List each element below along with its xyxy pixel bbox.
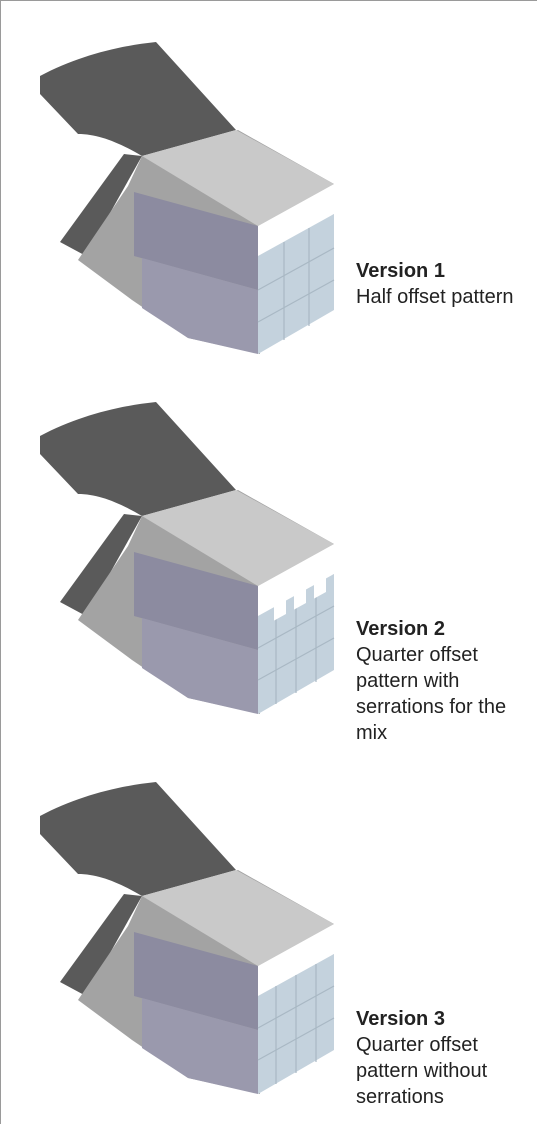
dark-arch-shape <box>40 42 236 156</box>
front-block-lower <box>142 998 258 1094</box>
white-band <box>258 184 334 256</box>
end-face <box>258 214 334 354</box>
end-face-joint-line-4 <box>257 605 335 649</box>
top-face <box>142 870 334 966</box>
dark-diagonal-strip <box>60 154 142 256</box>
version-1-drawing <box>40 42 335 354</box>
dark-diagonal-strip <box>60 514 142 616</box>
white-band <box>258 924 334 996</box>
version-3-illustration <box>38 778 338 1098</box>
end-face-joint-line-4 <box>257 279 335 323</box>
version-2-title: Version 2 <box>356 618 445 640</box>
version-1-description: Half offset pattern <box>356 286 514 308</box>
dark-arch-shape <box>40 782 236 896</box>
end-face-joint-line-3 <box>257 247 335 291</box>
end-face-joint-line-5 <box>257 1017 335 1061</box>
version-1-illustration <box>38 38 338 358</box>
front-block-upper <box>134 552 258 650</box>
end-face-joint-line-5 <box>257 637 335 681</box>
version-1-title: Version 1 <box>356 260 445 282</box>
dark-diagonal-strip <box>60 894 142 996</box>
top-face <box>142 490 334 586</box>
top-face <box>142 130 334 226</box>
serration-notch-1 <box>274 597 286 621</box>
frame-border-left <box>0 0 1 1124</box>
version-3-title: Version 3 <box>356 1008 445 1030</box>
version-3-caption: Version 3 Quarter offset pattern without… <box>356 1006 534 1110</box>
front-block-upper <box>134 932 258 1030</box>
end-face-joint-line-4 <box>257 985 335 1029</box>
serration-notch-2 <box>294 586 306 610</box>
white-band <box>258 544 334 616</box>
version-3-description: Quarter offset pattern without serration… <box>356 1034 488 1108</box>
serration-notch-3 <box>314 575 326 599</box>
version-2-caption: Version 2 Quarter offset pattern with se… <box>356 616 534 746</box>
front-block-lower <box>142 618 258 714</box>
version-1-caption: Version 1 Half offset pattern <box>356 258 534 310</box>
front-block-lower <box>142 258 258 354</box>
version-2-description: Quarter offset pattern with serrations f… <box>356 644 507 744</box>
version-2-illustration <box>38 398 338 718</box>
version-3-drawing <box>40 782 335 1094</box>
dark-arch-shape <box>40 402 236 516</box>
frame-border-top <box>0 0 537 1</box>
version-2-drawing <box>40 402 335 714</box>
front-block-upper <box>134 192 258 290</box>
